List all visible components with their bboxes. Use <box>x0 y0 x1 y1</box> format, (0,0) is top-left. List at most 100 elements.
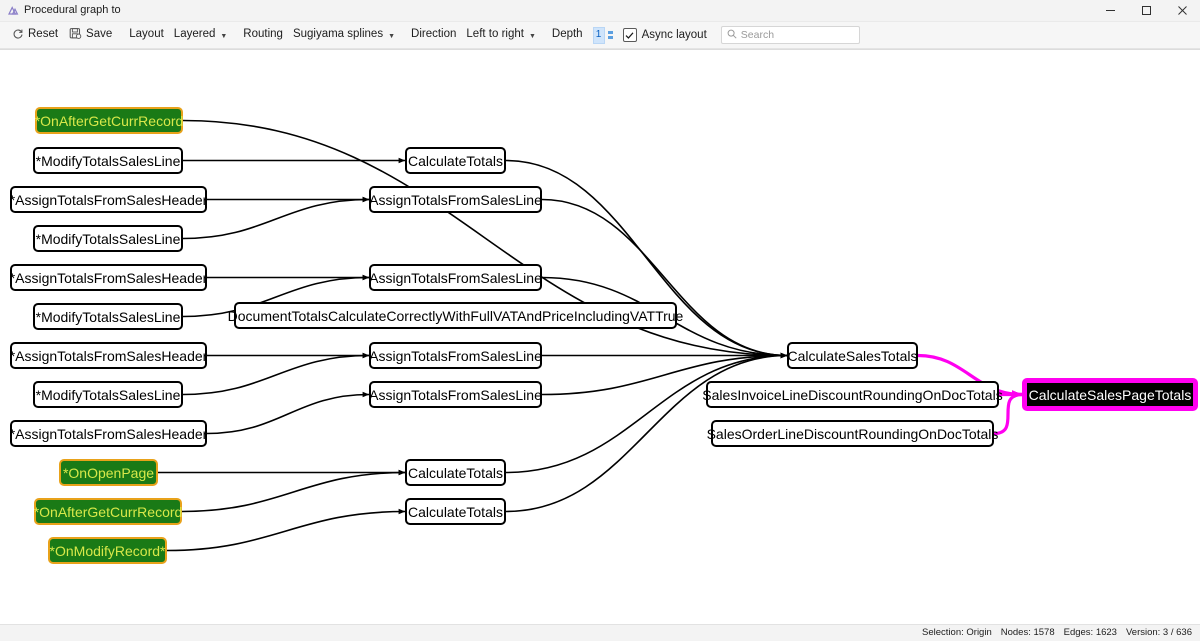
graph-edge[interactable] <box>541 198 788 359</box>
save-label: Save <box>86 28 113 41</box>
depth-input[interactable]: 1 <box>592 26 605 44</box>
window-title-group: Procedural graph to <box>0 4 121 17</box>
graph-edge[interactable] <box>505 352 788 474</box>
maximize-button[interactable] <box>1128 0 1164 21</box>
graph-node[interactable]: DocumentTotalsCalculateCorrectlyWithFull… <box>228 302 683 329</box>
graph-node[interactable]: AssignTotalsFromSalesLine <box>369 186 542 213</box>
graph-node-label: *ModifyTotalsSalesLine <box>35 308 181 325</box>
depth-value: 1 <box>595 29 602 40</box>
graph-node-label: CalculateSalesPageTotals <box>1028 386 1192 403</box>
layout-label: Layout <box>129 28 164 41</box>
search-placeholder: Search <box>740 28 775 41</box>
depth-label: Depth <box>551 28 583 41</box>
async-layout-label: Async layout <box>641 29 707 41</box>
graph-node[interactable]: *AssignTotalsFromSalesHeader <box>10 186 207 213</box>
window-title: Procedural graph to <box>24 4 121 16</box>
graph-node[interactable]: *AssignTotalsFromSalesHeader <box>10 342 207 369</box>
chevron-down-icon: ▼ <box>388 32 396 40</box>
graph-node[interactable]: *AssignTotalsFromSalesHeader <box>10 264 207 291</box>
graph-edge[interactable] <box>505 352 788 513</box>
status-nodes: Nodes: 1578 <box>1000 627 1055 639</box>
direction-value: Left to right <box>466 28 524 41</box>
async-layout-checkbox[interactable]: Async layout <box>622 28 707 42</box>
graph-node[interactable]: CalculateSalesPageTotals <box>1022 378 1198 411</box>
graph-node-label: *AssignTotalsFromSalesHeader <box>9 347 208 364</box>
graph-edge[interactable] <box>182 119 788 359</box>
graph-node-label: *ModifyTotalsSalesLine <box>35 386 181 403</box>
graph-node[interactable]: CalculateSalesTotals <box>787 342 918 369</box>
status-bar: Selection: Origin Nodes: 1578 Edges: 162… <box>0 624 1200 641</box>
graph-edge[interactable] <box>182 274 370 318</box>
graph-node-label: *OnModifyRecord* <box>49 542 166 559</box>
graph-node[interactable]: AssignTotalsFromSalesLine <box>369 264 542 291</box>
chevron-down-icon: ▼ <box>528 32 536 40</box>
graph-node[interactable]: *OnOpenPage <box>59 459 158 486</box>
layout-value: Layered <box>173 28 216 41</box>
graph-node-label: SalesInvoiceLineDiscountRoundingOnDocTot… <box>702 386 1003 403</box>
main-toolbar: Reset Save Layout Layered ▼ Routing Sugi… <box>0 22 1200 49</box>
window-titlebar: Procedural graph to <box>0 0 1200 22</box>
graph-edge[interactable] <box>206 391 370 435</box>
graph-edge[interactable] <box>182 196 370 240</box>
graph-node[interactable]: *OnAfterGetCurrRecord <box>34 498 182 525</box>
search-icon <box>727 29 737 42</box>
graph-edge[interactable] <box>182 352 370 396</box>
graph-node[interactable]: *ModifyTotalsSalesLine <box>33 147 183 174</box>
chevron-down-icon: ▼ <box>220 32 228 40</box>
reset-button[interactable]: Reset <box>8 24 65 47</box>
graph-node-label: AssignTotalsFromSalesLine <box>369 347 542 364</box>
routing-select[interactable]: Sugiyama splines ▼ <box>287 24 401 47</box>
graph-node[interactable]: CalculateTotals <box>405 459 506 486</box>
graph-node-label: CalculateSalesTotals <box>787 347 918 364</box>
graph-edge[interactable] <box>181 469 406 513</box>
graph-node[interactable]: CalculateTotals <box>405 147 506 174</box>
routing-value: Sugiyama splines <box>292 28 384 41</box>
direction-label: Direction <box>411 28 457 41</box>
graph-node[interactable]: AssignTotalsFromSalesLine <box>369 342 542 369</box>
status-version: Version: 3 / 636 <box>1125 627 1192 639</box>
window-controls <box>1092 0 1200 21</box>
status-selection: Selection: Origin <box>922 627 992 639</box>
graph-node[interactable]: *ModifyTotalsSalesLine <box>33 381 183 408</box>
graph-node[interactable]: AssignTotalsFromSalesLine <box>369 381 542 408</box>
graph-node-label: DocumentTotalsCalculateCorrectlyWithFull… <box>227 307 684 324</box>
graph-node-label: AssignTotalsFromSalesLine <box>369 269 542 286</box>
graph-edge[interactable] <box>166 508 406 552</box>
spin-up-icon[interactable] <box>607 31 613 34</box>
graph-node-label: CalculateTotals <box>408 503 503 520</box>
save-button[interactable]: Save <box>65 24 119 47</box>
spin-down-icon[interactable] <box>607 36 613 39</box>
graph-edge[interactable] <box>993 390 1023 436</box>
graph-node-label: AssignTotalsFromSalesLine <box>369 386 542 403</box>
graph-node[interactable]: *AssignTotalsFromSalesHeader <box>10 420 207 447</box>
graph-node-label: *AssignTotalsFromSalesHeader <box>9 191 208 208</box>
graph-node[interactable]: CalculateTotals <box>405 498 506 525</box>
graph-node[interactable]: *OnAfterGetCurrRecord <box>35 107 183 134</box>
graph-node-label: *AssignTotalsFromSalesHeader <box>9 425 208 442</box>
graph-edge[interactable] <box>541 352 788 396</box>
graph-canvas[interactable]: *OnAfterGetCurrRecord *ModifyTotalsSalesL… <box>0 49 1200 624</box>
graph-node[interactable]: SalesInvoiceLineDiscountRoundingOnDocTot… <box>702 381 1003 408</box>
save-disk-icon <box>69 27 82 43</box>
close-button[interactable] <box>1164 0 1200 21</box>
reset-label: Reset <box>28 28 59 41</box>
graph-node[interactable]: *OnModifyRecord* <box>48 537 167 564</box>
graph-node-label: *ModifyTotalsSalesLine <box>35 230 181 247</box>
graph-node[interactable]: *ModifyTotalsSalesLine <box>33 303 183 330</box>
graph-node-label: CalculateTotals <box>408 464 503 481</box>
direction-select[interactable]: Left to right ▼ <box>460 24 541 47</box>
depth-spin-buttons[interactable] <box>607 31 613 39</box>
graph-node[interactable]: *ModifyTotalsSalesLine <box>33 225 183 252</box>
graph-node-label: AssignTotalsFromSalesLine <box>369 191 542 208</box>
routing-label: Routing <box>243 28 283 41</box>
graph-node-label: *ModifyTotalsSalesLine <box>35 152 181 169</box>
layout-select[interactable]: Layered ▼ <box>168 24 234 47</box>
checkbox-box[interactable] <box>622 28 637 42</box>
depth-stepper[interactable]: 1 <box>592 26 613 44</box>
graph-node[interactable]: SalesOrderLineDiscountRoundingOnDocTotal… <box>707 420 998 447</box>
minimize-button[interactable] <box>1092 0 1128 21</box>
search-input[interactable]: Search <box>720 26 860 44</box>
status-edges: Edges: 1623 <box>1063 627 1117 639</box>
graph-node-label: *OnOpenPage <box>62 464 155 481</box>
graph-node-label: *OnAfterGetCurrRecord <box>34 112 184 129</box>
